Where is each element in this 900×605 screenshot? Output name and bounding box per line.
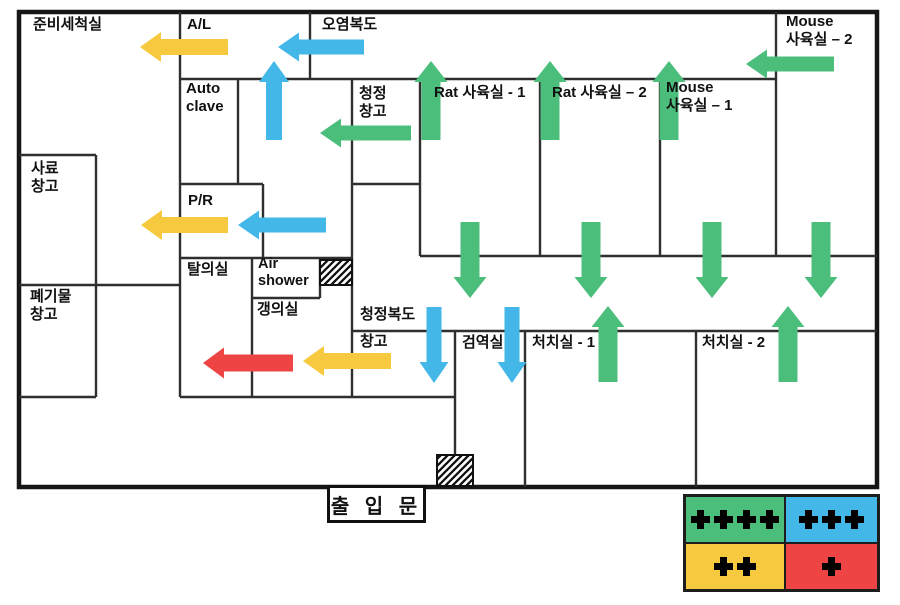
plus-icon bbox=[714, 510, 733, 529]
room-label-undress-room: 탈의실 bbox=[187, 261, 229, 278]
room-label-dress-room: 갱의실 bbox=[257, 301, 299, 318]
room-label-clean-corridor: 청정복도 bbox=[360, 306, 416, 323]
flow-arrow-blue-up bbox=[259, 61, 289, 140]
flow-arrow-red-left bbox=[203, 347, 293, 379]
flow-arrows bbox=[140, 32, 838, 383]
pressure-legend bbox=[683, 494, 880, 592]
legend-cell-yellow bbox=[685, 543, 785, 590]
flow-arrow-green-up bbox=[591, 306, 625, 382]
plus-icon bbox=[760, 510, 779, 529]
plus-icon bbox=[799, 510, 818, 529]
flow-arrow-yellow-left bbox=[140, 32, 228, 62]
room-label-quarantine: 검역실 bbox=[462, 334, 504, 351]
flow-arrow-blue-left bbox=[278, 32, 364, 62]
plus-icon bbox=[822, 557, 841, 576]
flow-arrow-green-left bbox=[746, 49, 834, 79]
room-label-rat-room-2: Rat 사육실 – 2 bbox=[552, 84, 647, 101]
room-label-feed-storage: 사료 창고 bbox=[31, 160, 59, 195]
room-label-pass-room: P/R bbox=[188, 192, 214, 209]
flow-arrow-yellow-left bbox=[141, 210, 228, 240]
flow-arrow-green-down bbox=[453, 222, 487, 298]
plus-icon bbox=[714, 557, 733, 576]
flow-arrow-green-down bbox=[804, 222, 838, 298]
entrance-door-label: 출 입 문 bbox=[327, 485, 426, 523]
legend-cell-red bbox=[785, 543, 878, 590]
plus-icon bbox=[691, 510, 710, 529]
room-label-air-shower: Air shower bbox=[258, 256, 309, 290]
flow-arrow-green-up bbox=[652, 61, 686, 140]
room-label-autoclave: Auto clave bbox=[186, 80, 224, 115]
plus-icon bbox=[822, 510, 841, 529]
room-label-mouse-room-1: Mouse 사육실 – 1 bbox=[666, 79, 733, 114]
flow-arrow-green-down bbox=[574, 222, 608, 298]
room-label-air-lock: A/L bbox=[187, 16, 212, 33]
flow-arrow-blue-down bbox=[419, 307, 449, 383]
flow-arrow-green-up bbox=[533, 61, 567, 140]
room-label-mouse-room-2: Mouse 사육실 – 2 bbox=[786, 13, 853, 48]
legend-cell-green bbox=[685, 496, 785, 543]
room-label-clean-storage: 청정 창고 bbox=[359, 85, 387, 120]
plus-icon bbox=[737, 557, 756, 576]
legend-cell-blue bbox=[785, 496, 878, 543]
room-label-prep-wash: 준비세척실 bbox=[33, 16, 103, 33]
flow-arrow-green-down bbox=[695, 222, 729, 298]
flow-arrow-blue-down bbox=[497, 307, 527, 383]
room-label-waste-storage: 폐기물 창고 bbox=[30, 288, 72, 323]
room-label-rat-room-1: Rat 사육실 - 1 bbox=[434, 84, 526, 101]
room-label-dirty-corridor: 오염복도 bbox=[322, 16, 378, 33]
flow-arrow-green-left bbox=[320, 118, 411, 148]
plus-icon bbox=[845, 510, 864, 529]
flow-arrow-yellow-left bbox=[303, 346, 391, 376]
entrance-hatch-bottom bbox=[436, 454, 474, 487]
room-label-treatment-1: 처치실 - 1 bbox=[532, 334, 596, 351]
flow-arrow-blue-left bbox=[238, 210, 326, 240]
pass-box-hatch-top bbox=[319, 259, 353, 286]
plus-icon bbox=[737, 510, 756, 529]
flow-arrow-green-up bbox=[771, 306, 805, 382]
room-label-storage: 창고 bbox=[360, 333, 388, 350]
inner-walls bbox=[19, 12, 877, 487]
room-label-treatment-2: 처치실 - 2 bbox=[702, 334, 766, 351]
flow-arrow-green-up bbox=[414, 61, 448, 140]
